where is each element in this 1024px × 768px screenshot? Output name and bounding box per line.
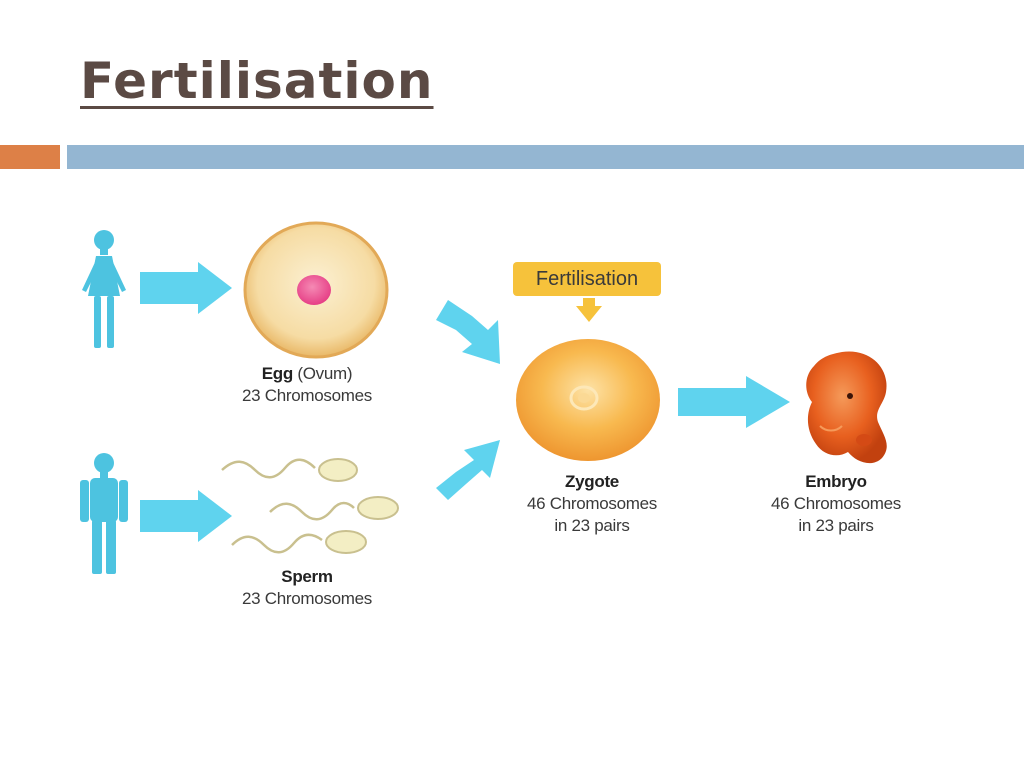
egg-cell-icon <box>243 221 389 359</box>
zygote-name: Zygote <box>565 472 619 491</box>
sperm-cell-icon <box>231 530 367 554</box>
egg-chromosomes: 23 Chromosomes <box>242 386 372 405</box>
accent-bar-blue <box>67 145 1024 169</box>
arrow-icon <box>140 490 232 542</box>
embryo-pairs: in 23 pairs <box>798 516 874 535</box>
arrow-icon <box>436 440 500 500</box>
arrow-icon <box>140 262 232 314</box>
egg-name: Egg <box>261 364 294 383</box>
sperm-caption: Sperm 23 Chromosomes <box>222 566 392 610</box>
embryo-name: Embryo <box>805 472 867 491</box>
sperm-cell-icon <box>269 496 399 521</box>
zygote-caption: Zygote 46 Chromosomes in 23 pairs <box>506 471 678 537</box>
sperm-name: Sperm <box>281 567 333 586</box>
fertilisation-label: Fertilisation <box>513 262 661 296</box>
male-figure-icon <box>80 453 128 574</box>
slide-title: Fertilisation <box>80 52 434 110</box>
embryo-chromosomes: 46 Chromosomes <box>771 494 901 513</box>
zygote-chromosomes: 46 Chromosomes <box>527 494 657 513</box>
embryo-icon <box>806 351 887 464</box>
female-figure-icon <box>82 230 126 348</box>
arrow-icon <box>678 376 790 428</box>
accent-bar-orange <box>0 145 60 169</box>
sperm-cell-icon <box>221 458 358 482</box>
arrow-icon <box>576 298 602 322</box>
sperm-chromosomes: 23 Chromosomes <box>242 589 372 608</box>
zygote-cell-icon <box>516 339 660 461</box>
egg-alt-name: (Ovum) <box>297 364 353 383</box>
egg-caption: Egg (Ovum) 23 Chromosomes <box>222 363 392 407</box>
zygote-pairs: in 23 pairs <box>554 516 630 535</box>
arrow-icon <box>436 300 500 364</box>
embryo-caption: Embryo 46 Chromosomes in 23 pairs <box>750 471 922 537</box>
